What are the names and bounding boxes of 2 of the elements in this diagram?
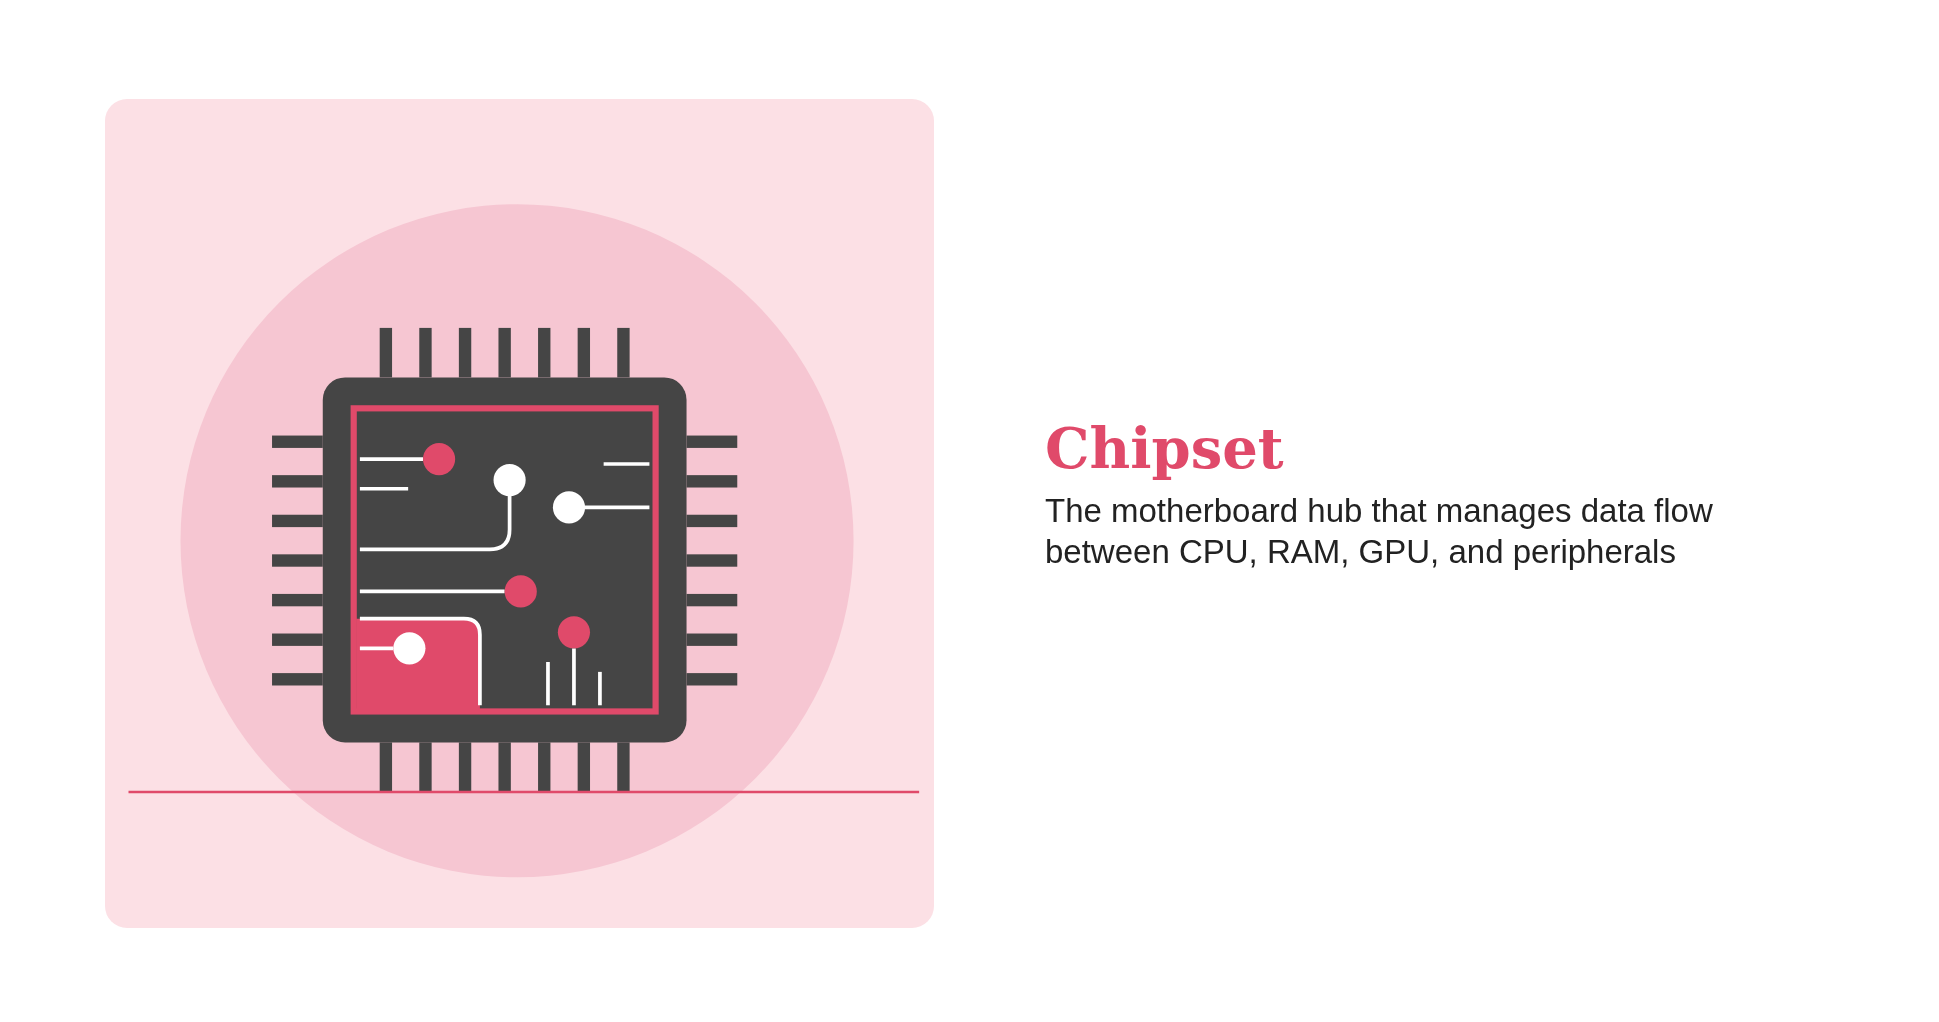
description: The motherboard hub that manages data flow between CPU, RAM, GPU, and peripherals xyxy=(1045,491,1714,573)
heading: Chipset xyxy=(1045,415,1284,483)
